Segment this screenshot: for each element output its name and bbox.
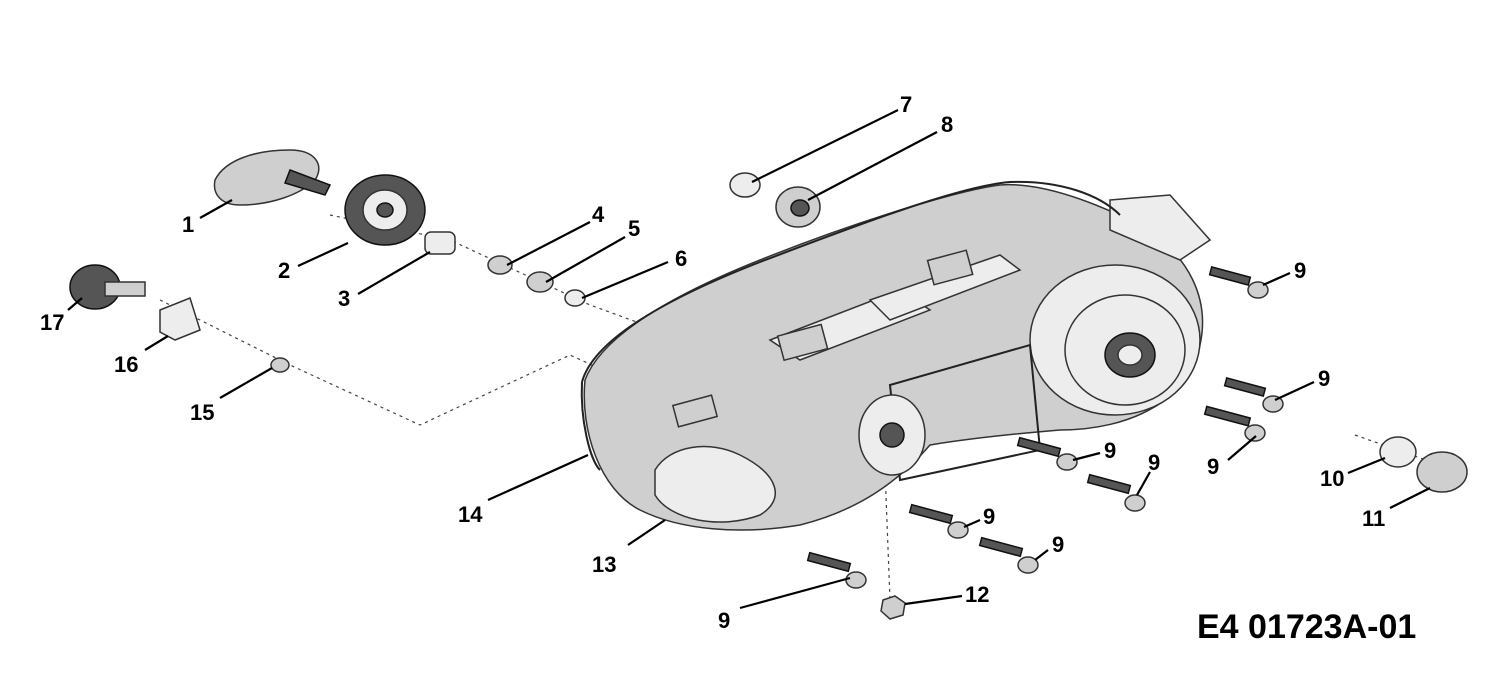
bearing-8-bore [790, 199, 810, 217]
figure-id: E4 01723A-01 [1197, 608, 1416, 646]
cover-plate-16 [159, 297, 201, 341]
callout-6: 6 [675, 246, 687, 271]
cover-gasket [580, 180, 1121, 471]
bushing [424, 231, 456, 255]
crankcase-cover [583, 183, 1212, 531]
callout-9d: 9 [1104, 438, 1116, 463]
leader-lines [67, 109, 1431, 610]
washer-5 [526, 271, 554, 293]
callout-5: 5 [628, 216, 640, 241]
clip-6 [564, 289, 586, 307]
callout-13: 13 [592, 552, 616, 577]
callout-11: 11 [1362, 506, 1385, 531]
callout-8: 8 [941, 112, 953, 137]
kick-starter-gear [344, 174, 426, 246]
gasket-10 [1379, 436, 1417, 468]
callout-15: 15 [190, 400, 214, 425]
callout-9a: 9 [1294, 258, 1306, 283]
callout-9b: 9 [1318, 366, 1330, 391]
callout-9g: 9 [1052, 532, 1064, 557]
callout-9e: 9 [1148, 450, 1160, 475]
callout-2: 2 [278, 258, 290, 283]
callout-12: 12 [965, 582, 989, 607]
cap-11 [1416, 451, 1468, 493]
washer-4 [487, 255, 513, 275]
callout-10: 10 [1320, 466, 1344, 491]
callout-3: 3 [338, 286, 350, 311]
bolts-9 [806, 266, 1284, 589]
nut-12 [880, 595, 906, 620]
cap-7 [729, 172, 761, 198]
callout-9f: 9 [983, 504, 995, 529]
callout-9c: 9 [1207, 454, 1219, 479]
callout-7: 7 [900, 92, 912, 117]
callout-16: 16 [114, 352, 138, 377]
callout-4: 4 [592, 202, 605, 227]
kick-starter-lever [213, 149, 332, 206]
bolt-15 [270, 357, 290, 373]
callout-17: 17 [40, 310, 64, 335]
callout-14: 14 [458, 502, 483, 527]
starter-pinion [69, 264, 146, 310]
callout-labels: 1 2 3 4 5 6 7 8 9 9 9 9 9 9 9 9 10 11 12… [40, 92, 1385, 633]
callout-9h: 9 [718, 608, 730, 633]
callout-1: 1 [182, 212, 194, 237]
